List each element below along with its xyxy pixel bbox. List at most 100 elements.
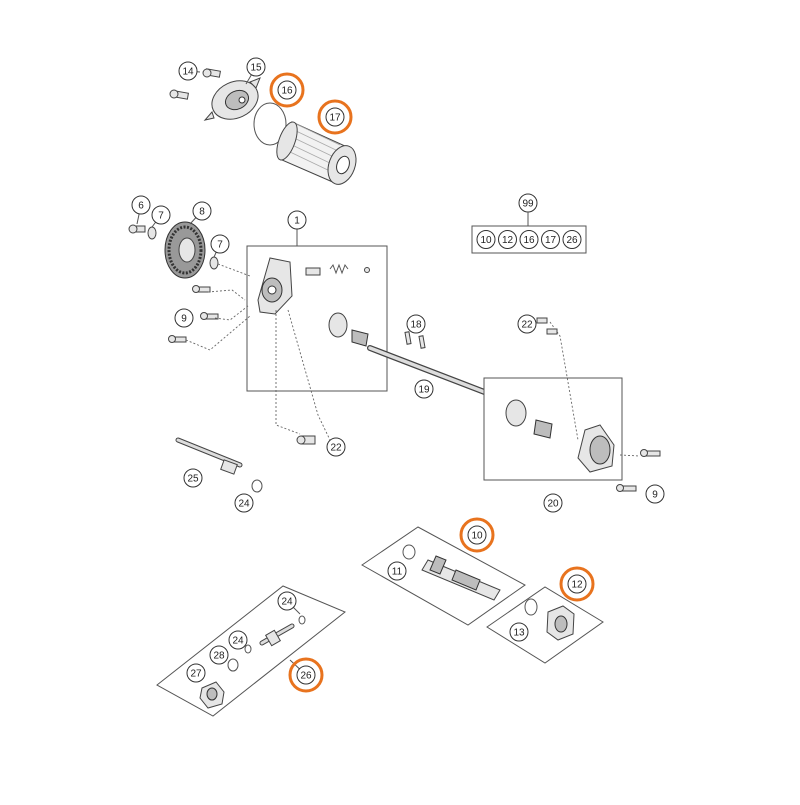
callout-28: 28 <box>209 645 229 665</box>
callout-circle <box>517 314 537 334</box>
callout-1: 1 <box>287 210 307 230</box>
callout-label: 8 <box>199 207 205 218</box>
callout-label: 26 <box>300 671 312 682</box>
gear-group <box>128 221 219 343</box>
kit-item-circle <box>562 230 582 249</box>
callout-27: 27 <box>186 663 206 683</box>
kit-item-26: 26 <box>562 230 582 249</box>
callout-label: 15 <box>250 63 262 74</box>
kit-item-circle <box>519 230 539 249</box>
callout-25: 25 <box>183 468 203 488</box>
callout-circle <box>228 630 248 650</box>
callout-circle <box>414 379 434 399</box>
callout-circle <box>287 210 307 230</box>
callout-9: 9 <box>174 308 194 328</box>
callout-label: 22 <box>521 320 533 331</box>
kit-item-label: 10 <box>480 235 492 246</box>
kit-item-label: 17 <box>545 235 557 246</box>
callout-label: 24 <box>238 499 250 510</box>
callout-circle <box>387 561 407 581</box>
callout-circle <box>406 314 426 334</box>
callout-circle <box>186 663 206 683</box>
kit-item-label: 12 <box>502 235 514 246</box>
callout-7: 7 <box>151 205 171 225</box>
callout-circle <box>174 308 194 328</box>
callout-20: 20 <box>543 493 563 513</box>
kit-item-circle <box>498 230 517 249</box>
callout-label: 17 <box>329 113 341 124</box>
callout-label: 9 <box>181 314 187 325</box>
o-ring-part <box>253 102 287 146</box>
callout-24: 24 <box>277 591 297 611</box>
plug-panel <box>486 586 604 664</box>
callout-label: 22 <box>330 443 342 454</box>
callout-circle <box>234 493 254 513</box>
callout-label: 19 <box>418 385 430 396</box>
callout-8: 8 <box>192 201 212 221</box>
kit-item-10: 10 <box>476 230 496 249</box>
callout-circle <box>131 195 151 215</box>
callout-7: 7 <box>210 234 230 254</box>
callout-label: 20 <box>547 499 559 510</box>
drain-panel <box>156 585 346 717</box>
callout-18: 18 <box>406 314 426 334</box>
screw-part <box>169 89 189 100</box>
callout-label: 12 <box>571 580 583 591</box>
shaft-group <box>367 331 503 401</box>
callout-circle <box>467 525 487 545</box>
callout-label: 28 <box>213 651 225 662</box>
highlight-ring <box>459 517 495 553</box>
callout-label: 25 <box>187 474 199 485</box>
callout-circle <box>645 484 665 504</box>
callout-circle <box>246 57 266 77</box>
callout-label: 24 <box>232 636 244 647</box>
callout-circle <box>210 234 230 254</box>
callout-circle <box>509 622 529 642</box>
callout-11: 11 <box>387 561 407 581</box>
callout-label: 24 <box>281 597 293 608</box>
kit-item-12: 12 <box>498 230 517 249</box>
oil-filter-part <box>276 121 357 185</box>
callout-label: 99 <box>522 199 534 210</box>
callout-circle <box>209 645 229 665</box>
callout-circle <box>326 437 346 457</box>
callout-15: 15 <box>246 57 266 77</box>
callout-label: 9 <box>652 490 658 501</box>
highlight-ring <box>559 566 595 602</box>
callout-24: 24 <box>228 630 248 650</box>
callout-label: 1 <box>294 216 300 227</box>
callout-label: 14 <box>182 67 194 78</box>
callout-22: 22 <box>326 437 346 457</box>
kit-item-circle <box>541 230 560 249</box>
callout-circle <box>325 107 345 127</box>
callout-13: 13 <box>509 622 529 642</box>
callout-label: 7 <box>217 240 223 251</box>
callout-circle <box>277 591 297 611</box>
callout-label: 7 <box>158 211 164 222</box>
callout-26: 26 <box>288 657 324 693</box>
callout-label: 18 <box>410 320 422 331</box>
callout-circle <box>296 665 316 685</box>
callout-99: 99 <box>518 193 538 213</box>
callout-9: 9 <box>645 484 665 504</box>
gear-part <box>164 221 206 279</box>
callout-circle <box>151 205 171 225</box>
callout-circle <box>277 80 297 100</box>
kit-item-label: 26 <box>566 235 578 246</box>
screw-part <box>202 68 221 78</box>
highlight-ring <box>317 99 353 135</box>
callout-label: 11 <box>392 567 403 578</box>
thermostat-panel <box>361 526 526 626</box>
pump-cover-box <box>483 321 641 481</box>
oil-filter-group <box>169 68 357 185</box>
valve-group <box>175 437 263 493</box>
highlight-ring <box>288 657 324 693</box>
callout-6: 6 <box>131 195 151 215</box>
kit-item-17: 17 <box>541 230 560 249</box>
callout-circle <box>192 201 212 221</box>
filter-cover-part <box>203 77 261 121</box>
